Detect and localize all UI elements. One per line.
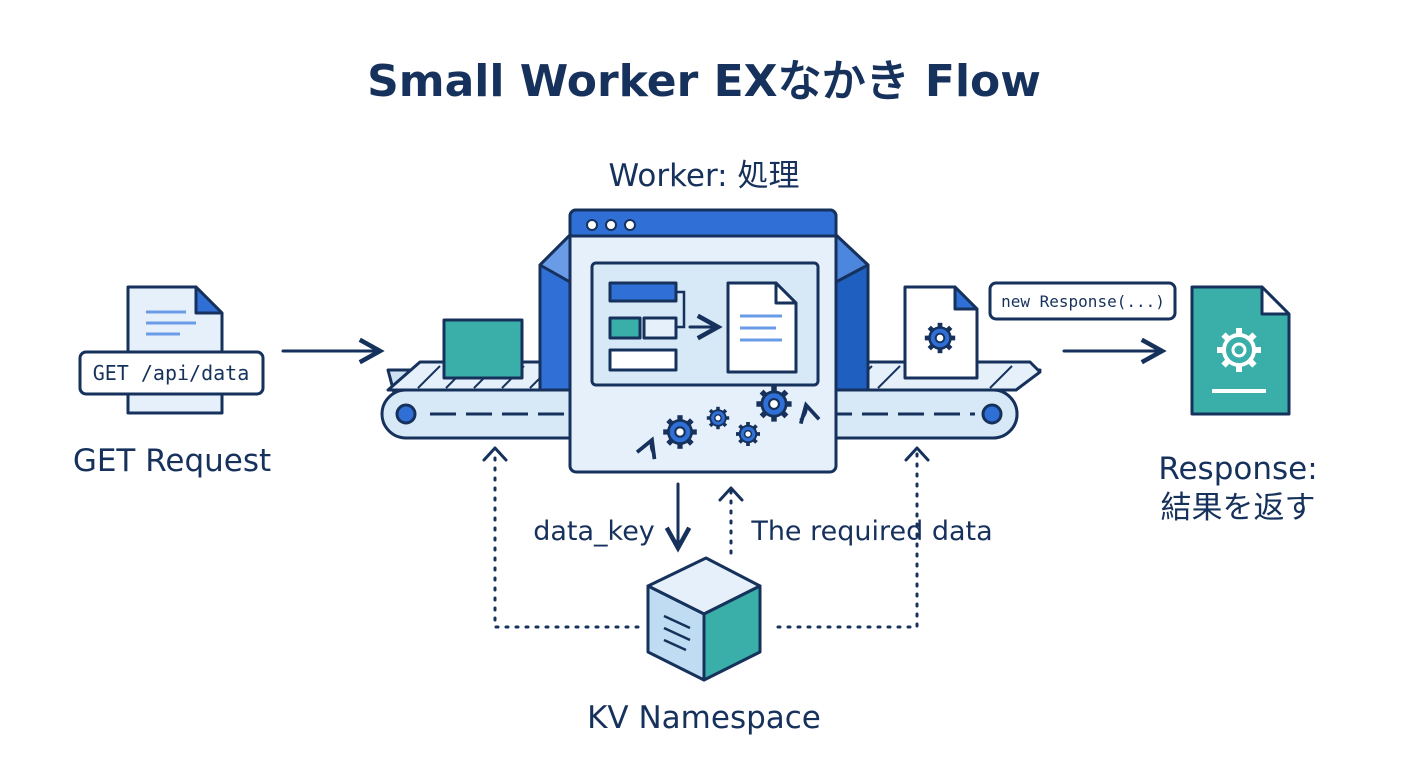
data-key-label: data_key xyxy=(533,516,655,547)
response-label-line1: Response: xyxy=(1158,451,1317,487)
worker-label: Worker: 処理 xyxy=(609,158,800,194)
required-data-arrowhead xyxy=(718,486,744,502)
kv-to-belt-right-arrowhead xyxy=(904,446,930,462)
response-label-line2: 結果を返す xyxy=(1161,490,1316,526)
response-document-icon xyxy=(1190,285,1291,416)
request-label: GET Request xyxy=(73,443,271,479)
response-code: new Response(...) xyxy=(1001,292,1165,311)
input-box-icon xyxy=(442,318,524,380)
kv-dotted-connectors xyxy=(493,448,919,629)
response-code-badge: new Response(...) xyxy=(988,281,1177,321)
output-document-icon xyxy=(903,285,979,380)
kv-cube-icon xyxy=(646,556,762,682)
request-code: GET /api/data xyxy=(93,361,250,385)
diagram-title: Small Worker EXなかき Flow xyxy=(367,56,1041,107)
worker-machine xyxy=(538,208,870,474)
kv-to-belt-left-arrowhead xyxy=(482,446,508,462)
required-data-label: The required data xyxy=(750,516,992,547)
request-code-badge: GET /api/data xyxy=(78,350,265,396)
kv-label: KV Namespace xyxy=(587,700,821,736)
